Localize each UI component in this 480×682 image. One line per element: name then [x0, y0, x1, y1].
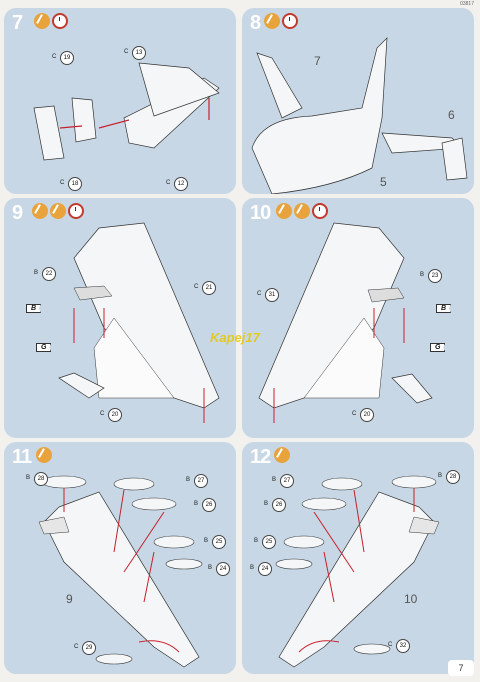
glue-wait-icon [282, 13, 298, 29]
paint-icon [32, 203, 48, 219]
part-callout: 26 [202, 498, 216, 512]
page-number: 7 [448, 660, 474, 676]
part-callout: 31 [265, 288, 279, 302]
part-callout: 27 [194, 474, 208, 488]
part-callout: 24 [216, 562, 230, 576]
brush-icon [274, 447, 290, 463]
step-10-panel: 10 B 23 C 31 C 20 B G [242, 198, 474, 438]
paint-icons [32, 203, 84, 219]
part-callout: 18 [68, 177, 82, 191]
part-callout: 32 [396, 639, 410, 653]
step-12-illustration [275, 475, 440, 668]
paint-icon [276, 203, 292, 219]
part-label: 10 [404, 592, 418, 606]
part-callout: 25 [212, 535, 226, 549]
step-11-panel: 11 B 28 B 27 B 26 B 25 B 24 C 29 9 [4, 442, 236, 674]
paint-icons [276, 203, 328, 219]
brush-icon [50, 203, 66, 219]
part-callout: 13 [132, 46, 146, 60]
part-callout: 25 [262, 535, 276, 549]
part-callout: 28 [34, 472, 48, 486]
part-label: 9 [66, 592, 73, 606]
part-callout: 19 [60, 51, 74, 65]
step-8-illustration [251, 37, 468, 194]
part-callout: 28 [446, 470, 460, 484]
paint-icons [36, 447, 52, 463]
step-10-illustration [258, 222, 433, 423]
part-callout: 29 [82, 641, 96, 655]
paint-icon [34, 13, 50, 29]
brush-icon [294, 203, 310, 219]
part-callout: 20 [360, 408, 374, 422]
part-callout: 24 [258, 562, 272, 576]
paint-icons [34, 13, 68, 29]
step-11-illustration [38, 475, 203, 668]
part-label: 7 [314, 54, 321, 68]
glue-wait-icon [312, 203, 328, 219]
part-callout: 21 [202, 281, 216, 295]
glue-wait-icon [68, 203, 84, 219]
part-callout: 20 [108, 408, 122, 422]
step-9-illustration [58, 222, 220, 423]
part-callout: 23 [428, 269, 442, 283]
step-number: 7 [12, 12, 23, 34]
step-number: 9 [12, 202, 23, 224]
part-label: 5 [380, 175, 387, 189]
step-12-panel: 12 B 27 B 28 B 26 B 25 B 24 C 32 10 [242, 442, 474, 674]
paint-icon [264, 13, 280, 29]
step-number: 12 [250, 446, 271, 468]
brush-icon [36, 447, 52, 463]
part-callout: 26 [272, 498, 286, 512]
paint-icons [274, 447, 290, 463]
part-callout: 12 [174, 177, 188, 191]
step-7-illustration [33, 62, 220, 161]
watermark: Kapej17 [210, 330, 260, 345]
color-flag: G [36, 343, 52, 352]
page-code: 03817 [460, 1, 474, 7]
step-number: 10 [250, 202, 271, 224]
step-number: 8 [250, 12, 261, 34]
color-flag: B [26, 304, 42, 313]
glue-wait-icon [52, 13, 68, 29]
paint-icons [264, 13, 298, 29]
step-9-panel: 9 B 22 C 21 C 20 B G [4, 198, 236, 438]
part-callout: 22 [42, 267, 56, 281]
step-8-panel: 8 7 6 5 [242, 8, 474, 194]
step-7-panel: 7 C 19 C 13 C 18 C 12 [4, 8, 236, 194]
step-number: 11 [12, 446, 32, 468]
part-label: 6 [448, 108, 455, 122]
part-callout: 27 [280, 474, 294, 488]
